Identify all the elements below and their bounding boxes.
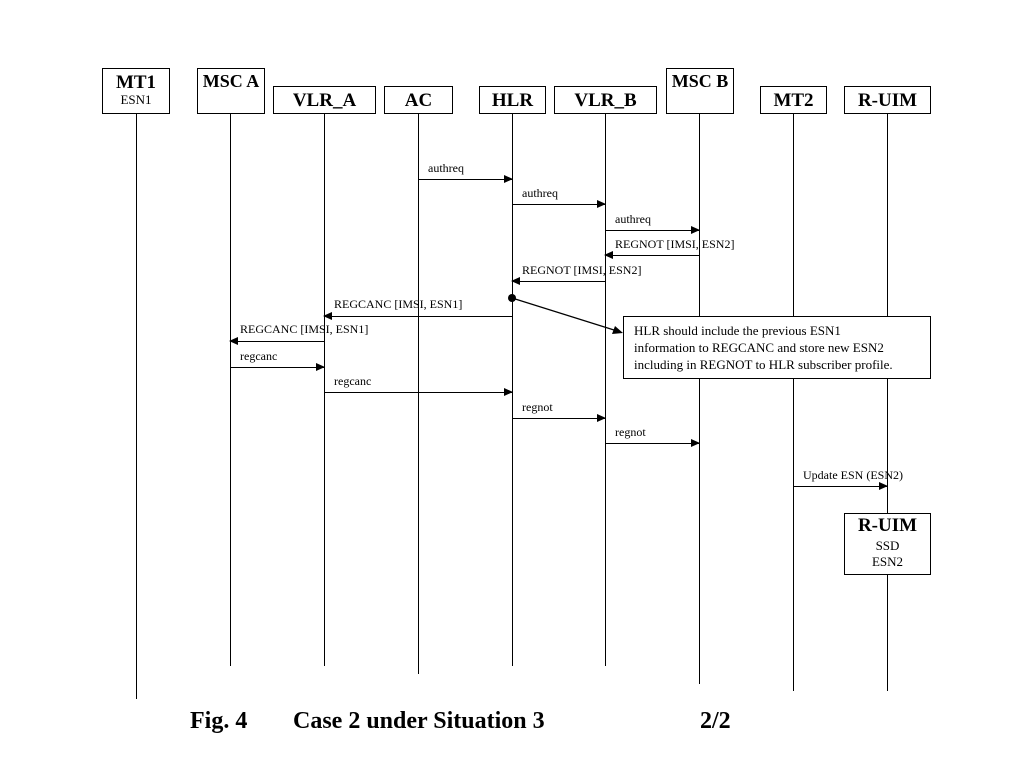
message-arrow [604,251,699,259]
entity-vlr-b-name: VLR_B [574,90,637,111]
entity-ac-name: AC [404,90,433,111]
entity-vlr-a-name: VLR_A [292,90,357,111]
entity-hlr: HLR [479,86,546,114]
entity-mt1-sub: ESN1 [120,92,152,107]
note-connector-line [511,297,615,331]
message-arrow [605,226,700,234]
message-label: regnot [615,425,646,439]
entity-ac: AC [384,86,453,114]
entity-hlr-name: HLR [491,90,534,111]
message-label: regcanc [240,349,278,363]
message-label: REGCANC [IMSI, ESN1] [240,322,369,336]
message-arrow [511,277,605,285]
lifeline-msc-b [699,114,700,684]
arrowhead [511,277,520,285]
lifeline-r-uim-upper [887,114,888,513]
entity-msc-b-name: MSC B [671,71,729,91]
entity-mt1: MT1 ESN1 [102,68,170,114]
lifeline-mt1 [136,114,137,699]
message-label: authreq [428,161,464,175]
caption-figure-number: Fig. 4 [190,708,248,734]
message-label: regnot [522,400,553,414]
lifeline-vlr-b [605,114,606,666]
message-arrow [230,363,325,371]
message-arrow [324,388,513,396]
message-arrow [418,175,513,183]
caption-page: 2/2 [700,708,731,734]
message-label: Update ESN (ESN2) [803,468,903,482]
caption-title: Case 2 under Situation 3 [293,708,545,734]
r-uim-state-box: R-UIM SSD ESN2 [844,513,931,575]
note-line: including in REGNOT to HLR subscriber pr… [634,357,893,372]
arrowhead [323,312,332,320]
message-arrow [512,414,606,422]
arrowhead [691,439,700,447]
message-label: REGCANC [IMSI, ESN1] [334,297,463,311]
message-arrow [323,312,512,320]
entity-mt2-name: MT2 [773,90,814,111]
message-label: REGNOT [IMSI, ESN2] [615,237,735,251]
r-uim-state-line: SSD [875,538,900,553]
note-connector-arrowhead [612,326,623,334]
note-anchor-dot [508,294,516,302]
arrowhead [229,337,238,345]
lifeline-mt2 [793,114,794,691]
lifeline-r-uim-lower [887,575,888,691]
arrowhead [504,175,513,183]
arrowhead [597,200,606,208]
message-arrow [512,200,606,208]
message-label: REGNOT [IMSI, ESN2] [522,263,642,277]
entity-msc-a: MSC A [197,68,265,114]
note-line: HLR should include the previous ESN1 [634,323,841,338]
entity-r-uim-name: R-UIM [857,90,918,111]
r-uim-state-line: ESN2 [871,553,904,569]
lifeline-vlr-a [324,114,325,666]
message-label: authreq [522,186,558,200]
message-arrow [605,439,700,447]
entity-vlr-a: VLR_A [273,86,376,114]
message-label: authreq [615,212,651,226]
r-uim-state-name: R-UIM [857,515,918,536]
message-arrow [229,337,324,345]
arrowhead [691,226,700,234]
entity-msc-b: MSC B [666,68,734,114]
entity-mt2: MT2 [760,86,827,114]
arrowhead [604,251,613,259]
entity-mt1-name: MT1 [115,72,157,93]
lifeline-msc-a [230,114,231,666]
arrowhead [316,363,325,371]
message-label: regcanc [334,374,372,388]
entity-vlr-b: VLR_B [554,86,657,114]
entity-msc-a-name: MSC A [202,71,260,91]
lifeline-ac [418,114,419,674]
entity-r-uim: R-UIM [844,86,931,114]
arrowhead [504,388,513,396]
message-arrow [793,482,888,490]
note-box: HLR should include the previous ESN1 inf… [623,316,931,379]
arrowhead [597,414,606,422]
arrowhead [879,482,888,490]
note-line: information to REGCANC and store new ESN… [634,340,884,355]
